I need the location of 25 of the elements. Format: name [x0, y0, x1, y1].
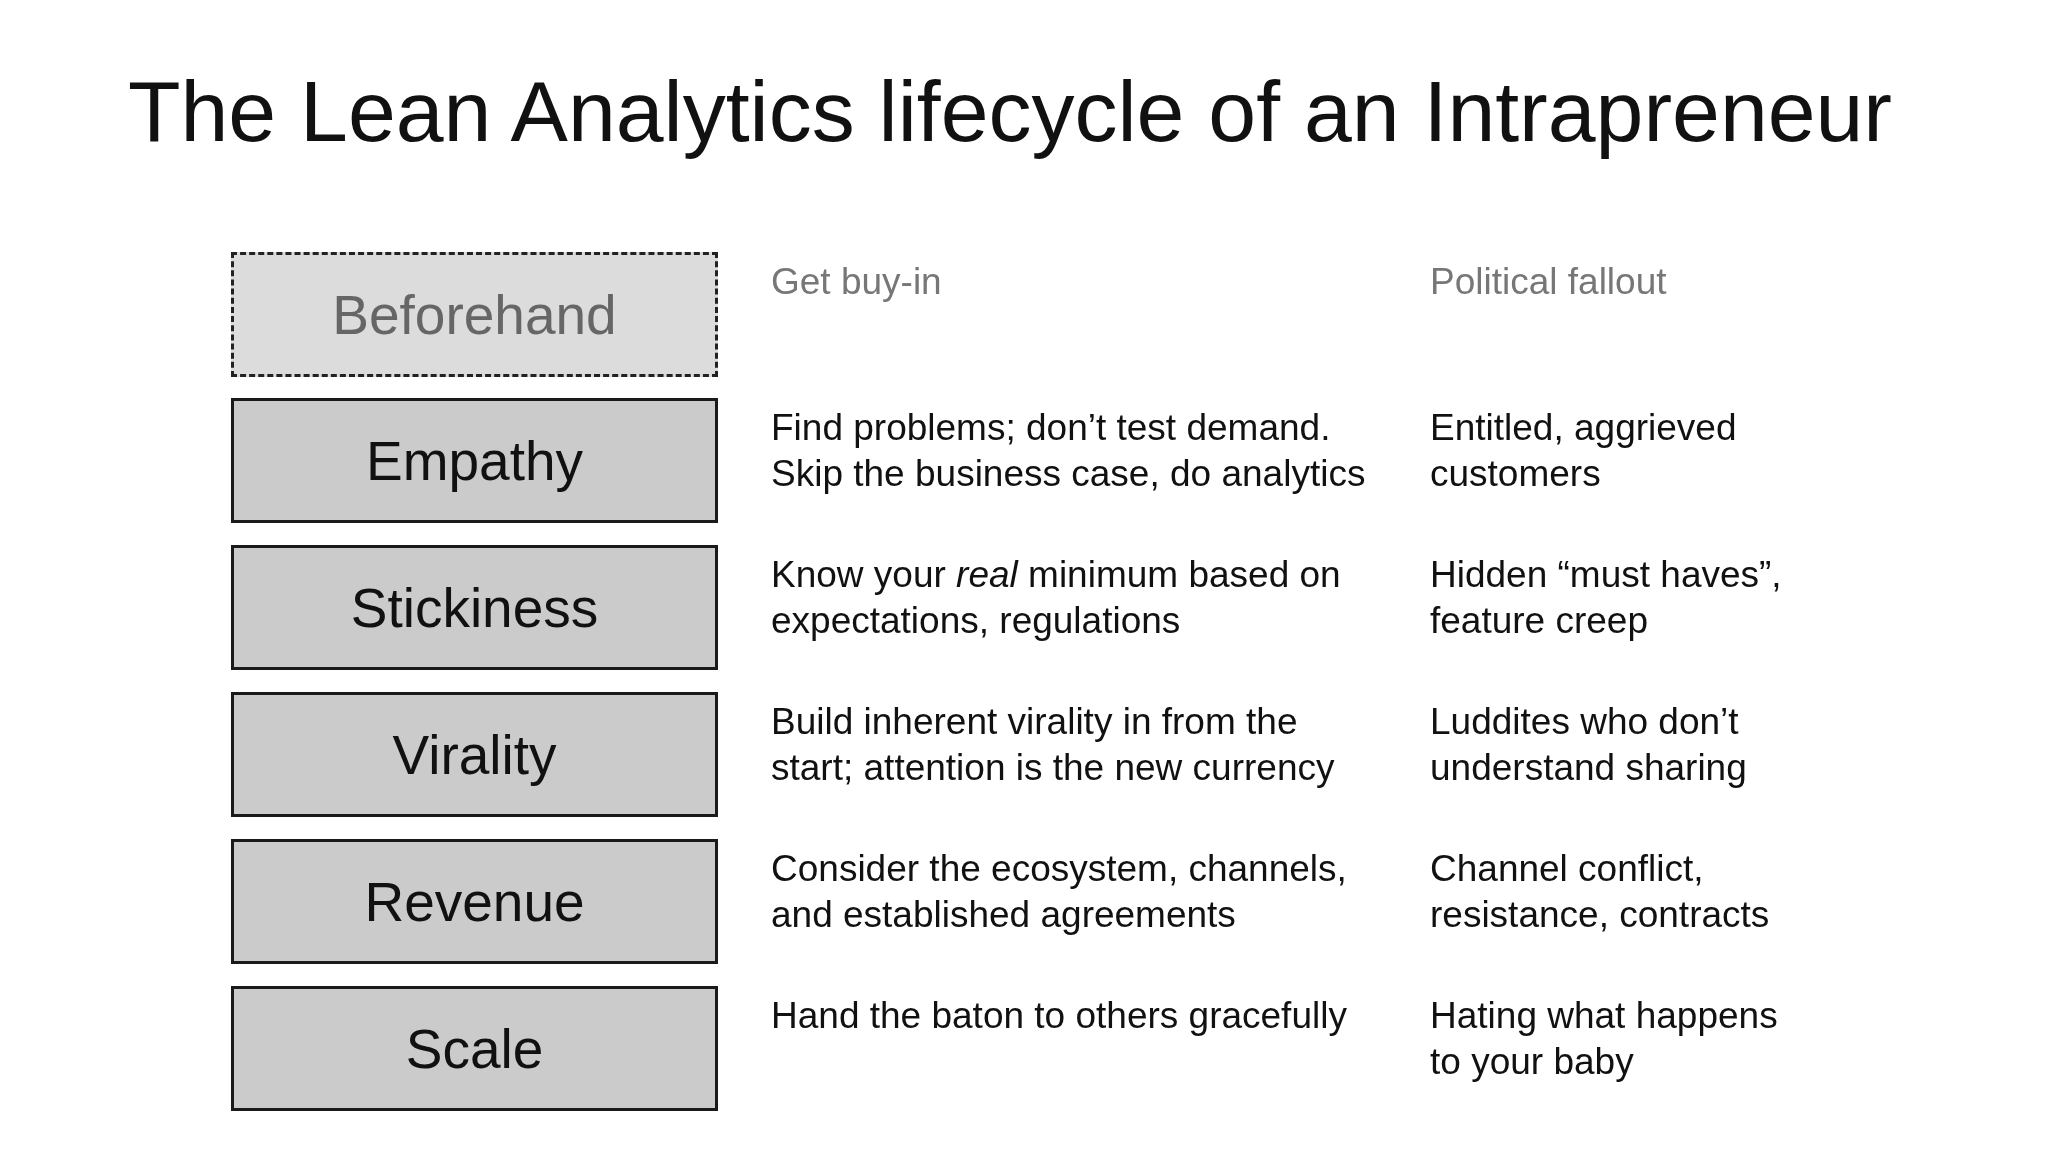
stage-label: Scale: [405, 1016, 544, 1081]
advice-text: Consider the ecosystem, channels, and established agreements: [771, 847, 1348, 937]
stage-label: Virality: [392, 722, 557, 787]
risk-text: Luddites who don’t understand sharing: [1430, 700, 1748, 790]
stage-label: Beforehand: [332, 282, 617, 347]
stage-label: Revenue: [364, 869, 585, 934]
risk-text: Hating what happens to your baby: [1430, 994, 1779, 1084]
advice-text: Build inherent virality in from the start; attention is the new currency: [771, 700, 1336, 790]
stage-box: [231, 398, 718, 523]
column-heading: Get buy-in: [771, 260, 942, 304]
advice-text: Find problems; don’t test demand. Skip the business case, do analytics: [771, 406, 1367, 496]
risk-text: Hidden “must haves”, feature creep: [1430, 553, 1783, 643]
stage-box: [231, 692, 718, 817]
risk-text: Entitled, aggrieved customers: [1430, 406, 1738, 496]
title: The Lean Analytics lifecycle of an Intrapreneur: [128, 62, 1892, 161]
stage-label: Empathy: [365, 428, 583, 493]
advice-text: Know your real minimum based on expectations, regulations: [771, 553, 1342, 643]
stage-label: Stickiness: [350, 575, 599, 640]
stage-box: [231, 839, 718, 964]
column-heading: Political fallout: [1430, 260, 1667, 304]
stage-box: [231, 986, 718, 1111]
risk-text: Channel conflict, resistance, contracts: [1430, 847, 1771, 937]
stage-box: [231, 545, 718, 670]
stage-box: [231, 252, 718, 377]
advice-text: Hand the baton to others gracefully: [771, 994, 1347, 1038]
